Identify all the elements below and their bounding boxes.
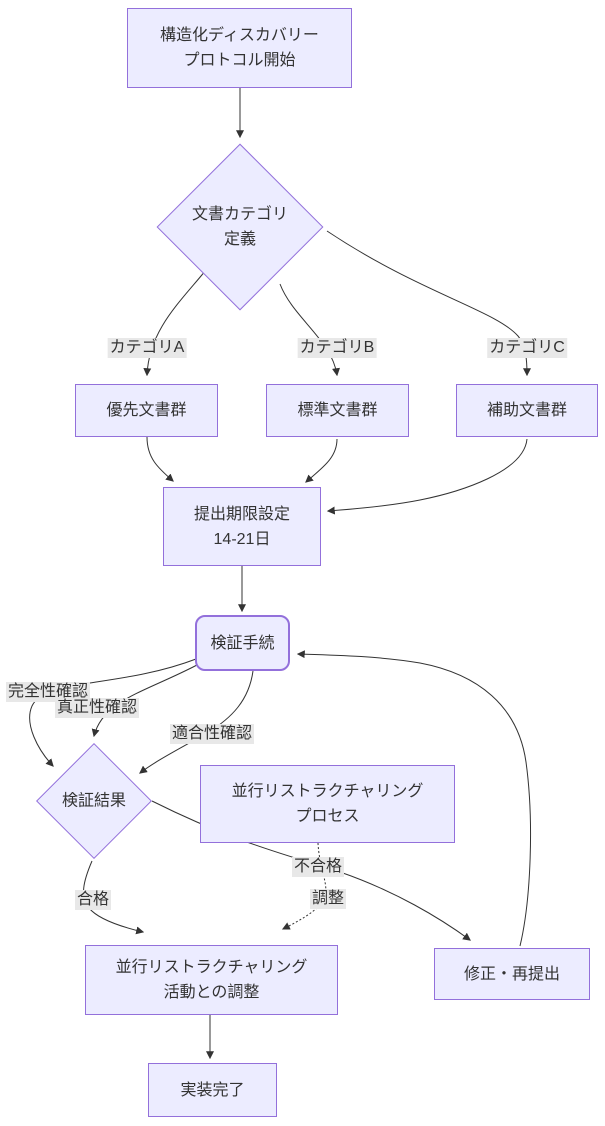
node-coordination-line2: 活動との調整 <box>163 984 260 1001</box>
node-parallel-process-line1: 並行リストラクチャリング <box>231 783 424 800</box>
node-category-definition-line2: 定義 <box>223 231 257 248</box>
node-parallel-process: 並行リストラクチャリング プロセス <box>200 765 455 843</box>
edge-label-fail: 不合格 <box>291 857 345 877</box>
node-resubmission-label: 修正・再提出 <box>463 965 560 983</box>
edge-label-category-a: カテゴリA <box>107 338 187 358</box>
node-auxiliary-docs: 補助文書群 <box>456 384 598 437</box>
node-standard-docs: 標準文書群 <box>266 384 409 437</box>
edge-conformity <box>139 670 254 774</box>
node-verification-result: 検証結果 <box>36 743 152 859</box>
node-category-definition-line1: 文書カテゴリ <box>191 206 289 223</box>
edge-label-pass: 合格 <box>74 890 112 910</box>
node-start-line1: 構造化ディスカバリー <box>160 27 319 44</box>
edge-label-completeness: 完全性確認 <box>5 682 91 702</box>
node-implementation: 実装完了 <box>148 1063 277 1117</box>
node-coordination: 並行リストラクチャリング 活動との調整 <box>85 945 338 1015</box>
edge-category-b <box>279 283 340 377</box>
edge-label-conformity: 適合性確認 <box>169 724 255 744</box>
edge-standard-to-deadline <box>305 438 338 483</box>
node-deadline-line2: 14-21日 <box>213 530 271 548</box>
node-auxiliary-docs-label: 補助文書群 <box>486 402 567 419</box>
edge-label-authenticity: 真正性確認 <box>54 698 140 718</box>
node-parallel-process-line2: プロセス <box>295 808 360 825</box>
node-resubmission: 修正・再提出 <box>434 948 590 1000</box>
node-implementation-label: 実装完了 <box>180 1081 245 1099</box>
edge-label-adjust: 調整 <box>309 889 347 909</box>
edge-resubmission-to-verification <box>296 650 531 947</box>
node-priority-docs: 優先文書群 <box>75 384 218 437</box>
edge-label-category-c: カテゴリC <box>487 338 567 358</box>
node-coordination-line1: 並行リストラクチャリング <box>115 959 308 976</box>
edge-authenticity <box>91 664 198 738</box>
edge-category-a <box>143 269 207 377</box>
node-verification-result-label: 検証結果 <box>61 792 127 810</box>
edge-label-category-b: カテゴリB <box>297 338 377 358</box>
node-priority-docs-label: 優先文書群 <box>106 402 187 419</box>
edge-priority-to-deadline <box>146 436 174 482</box>
node-start: 構造化ディスカバリー プロトコル開始 <box>127 8 352 88</box>
node-deadline-line1: 提出期限設定 <box>193 505 290 523</box>
node-standard-docs-label: 標準文書群 <box>297 402 378 419</box>
node-verification-procedure: 検証手続 <box>195 615 290 671</box>
edge-auxiliary-to-deadline <box>326 438 528 515</box>
node-verification-procedure-label: 検証手続 <box>210 634 275 652</box>
node-deadline: 提出期限設定 14-21日 <box>163 487 321 566</box>
node-category-definition: 文書カテゴリ 定義 <box>156 143 324 311</box>
node-start-line2: プロトコル開始 <box>183 52 296 69</box>
